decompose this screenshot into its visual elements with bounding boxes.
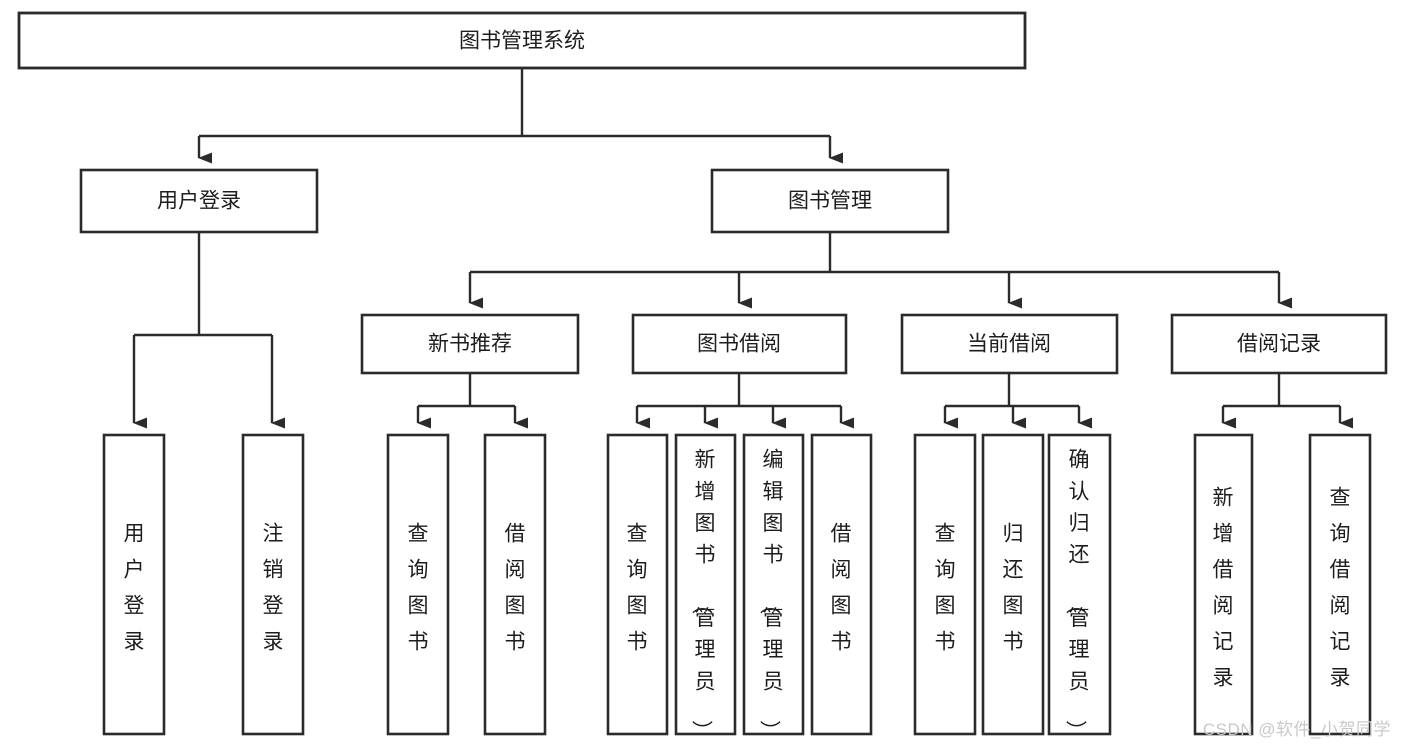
- connector-book-management-to-level3: [468, 232, 1292, 309]
- node-leaf-logout-login[interactable]: 注销登录: [241, 433, 305, 736]
- node-leaf-query-book-current[interactable]: 查询图书: [913, 433, 977, 736]
- node-new-book-recommend[interactable]: 新书推荐: [360, 313, 580, 375]
- connector-current-borrow-to-leaves: [943, 373, 1092, 429]
- node-leaf-query-borrow-record-label: 查询借阅记录: [1330, 487, 1351, 690]
- node-leaf-add-borrow-record[interactable]: 新增借阅记录: [1193, 433, 1254, 736]
- node-leaf-add-book-admin[interactable]: 新增图书（管理员）: [674, 433, 737, 741]
- node-borrow-record-label: 借阅记录: [1237, 333, 1321, 356]
- node-user-login-label: 用户登录: [157, 190, 241, 213]
- connector-root-to-level2: [197, 68, 843, 164]
- node-leaf-query-borrow-record[interactable]: 查询借阅记录: [1308, 433, 1372, 736]
- node-leaf-edit-book-admin-label: 编辑图书（管理员）: [758, 449, 784, 741]
- node-book-borrow[interactable]: 图书借阅: [631, 313, 848, 375]
- node-leaf-query-book-recommend[interactable]: 查询图书: [386, 433, 450, 736]
- connector-borrow-record-to-leaves: [1221, 373, 1353, 429]
- csdn-watermark: CSDN @软件_小贺同学: [1202, 720, 1391, 739]
- node-leaf-confirm-return-admin[interactable]: 确认归还（管理员）: [1047, 433, 1112, 741]
- node-leaf-query-book-borrow-label: 查询图书: [627, 523, 648, 654]
- node-root-system-label: 图书管理系统: [459, 30, 585, 53]
- node-root-system[interactable]: 图书管理系统: [17, 11, 1027, 70]
- node-borrow-record[interactable]: 借阅记录: [1170, 313, 1388, 375]
- node-user-login[interactable]: 用户登录: [79, 168, 319, 234]
- connector-new-book-recommend-to-leaves: [416, 373, 528, 429]
- node-leaf-user-login[interactable]: 用户登录: [102, 433, 166, 736]
- node-leaf-borrow-book[interactable]: 借阅图书: [810, 433, 873, 736]
- node-leaf-borrow-book-label: 借阅图书: [831, 523, 852, 654]
- node-leaf-borrow-book-recommend[interactable]: 借阅图书: [483, 433, 547, 736]
- node-leaf-query-book-recommend-label: 查询图书: [408, 523, 429, 654]
- node-leaf-edit-book-admin[interactable]: 编辑图书（管理员）: [742, 433, 805, 741]
- node-book-management[interactable]: 图书管理: [710, 168, 950, 234]
- node-leaf-query-book-borrow[interactable]: 查询图书: [606, 433, 669, 736]
- node-leaf-return-book-label: 归还图书: [1003, 523, 1024, 654]
- node-leaf-user-login-label: 用户登录: [124, 523, 145, 654]
- connector-user-login-to-leaves: [132, 232, 285, 429]
- node-book-management-label: 图书管理: [788, 190, 872, 213]
- node-leaf-return-book[interactable]: 归还图书: [981, 433, 1045, 736]
- node-new-book-recommend-label: 新书推荐: [428, 333, 512, 356]
- node-leaf-borrow-book-recommend-label: 借阅图书: [505, 523, 526, 654]
- node-leaf-confirm-return-admin-label: 确认归还（管理员）: [1064, 449, 1090, 741]
- connector-book-borrow-to-leaves: [635, 373, 854, 429]
- node-book-borrow-label: 图书借阅: [697, 333, 781, 356]
- node-leaf-add-book-admin-label: 新增图书（管理员）: [690, 449, 716, 741]
- node-leaf-logout-login-label: 注销登录: [263, 523, 284, 654]
- node-current-borrow-label: 当前借阅: [967, 333, 1051, 356]
- node-leaf-query-book-current-label: 查询图书: [935, 523, 956, 654]
- node-leaf-add-borrow-record-label: 新增借阅记录: [1213, 487, 1234, 690]
- node-current-borrow[interactable]: 当前借阅: [900, 313, 1119, 375]
